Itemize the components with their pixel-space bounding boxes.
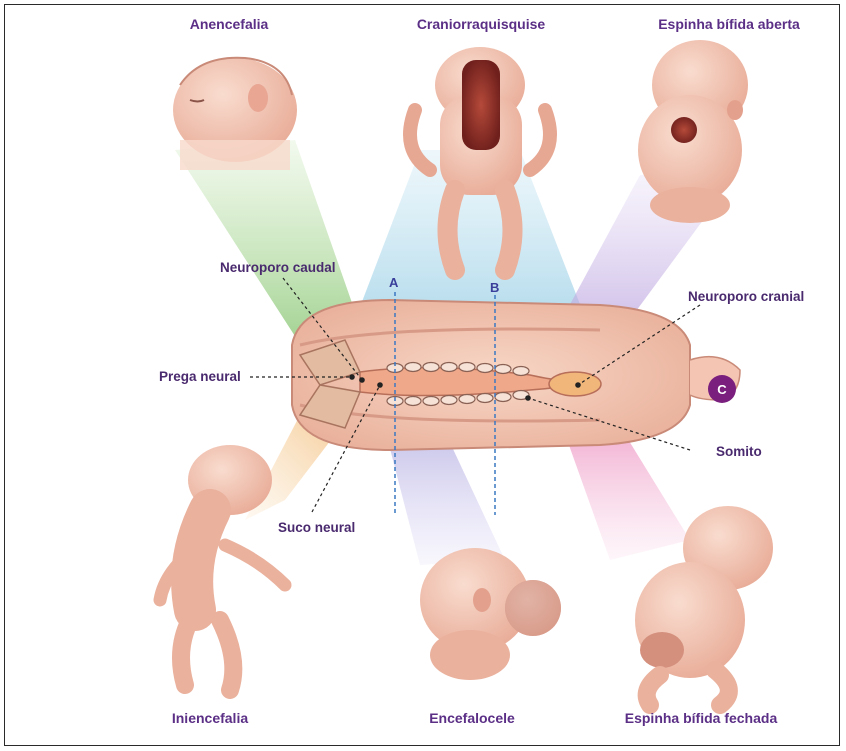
title-craniorraquisquise: Craniorraquisquise — [417, 16, 545, 32]
label-neuroporo-caudal: Neuroporo caudal — [220, 260, 336, 275]
title-encefalocele: Encefalocele — [429, 710, 515, 726]
section-label-a: A — [389, 275, 398, 290]
anencefalia-illustration — [173, 58, 297, 170]
title-anencefalia: Anencefalia — [190, 16, 269, 32]
label-somito: Somito — [716, 444, 762, 459]
label-suco-neural: Suco neural — [278, 520, 355, 535]
encefalocele-illustration — [420, 548, 561, 680]
title-espinha-bifida-aberta: Espinha bífida aberta — [658, 16, 800, 32]
label-neuroporo-cranial: Neuroporo cranial — [688, 289, 804, 304]
title-iniencefalia: Iniencefalia — [172, 710, 248, 726]
section-label-b: B — [490, 280, 499, 295]
iniencefalia-illustration — [160, 445, 285, 690]
panel-badge: C — [708, 375, 736, 403]
label-prega-neural: Prega neural — [159, 369, 241, 384]
title-espinha-bifida-fechada: Espinha bífida fechada — [625, 710, 777, 726]
